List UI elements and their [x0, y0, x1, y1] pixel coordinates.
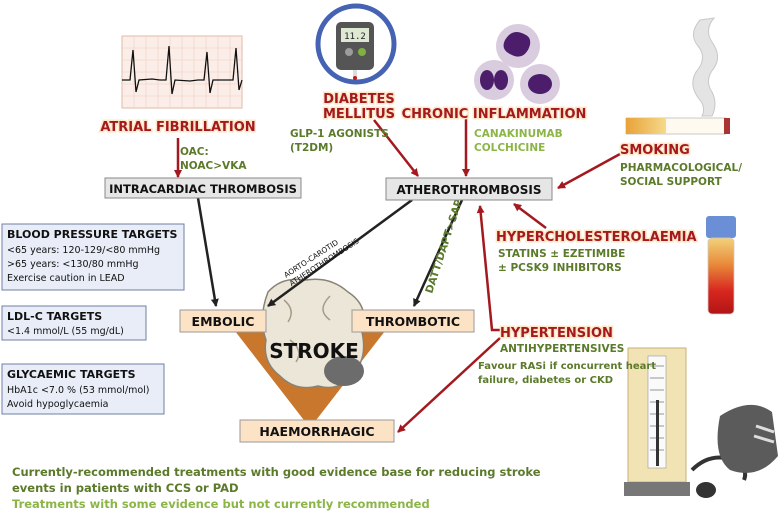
- arrow-atherothrombosis-to-thrombotic: [412, 199, 464, 307]
- treatment-oac-line2: NOAC>VKA: [180, 160, 247, 172]
- svg-text:Exercise caution in LEAD: Exercise caution in LEAD: [7, 273, 125, 284]
- treatment-smoking-line2: SOCIAL SUPPORT: [620, 176, 723, 188]
- legend-not-recommended: Treatments with some evidence but not cu…: [12, 497, 430, 511]
- label-stroke: STROKE: [269, 339, 359, 363]
- svg-text:<1.4 mmol/L (55 mg/dL): <1.4 mmol/L (55 mg/dL): [7, 326, 124, 337]
- svg-text:<65 years: 120-129/<80 mmHg: <65 years: 120-129/<80 mmHg: [7, 245, 160, 256]
- svg-text:THROMBOTIC: THROMBOTIC: [366, 314, 460, 329]
- treatment-rasi-line2: failure, diabetes or CKD: [478, 375, 613, 386]
- treatment-oac-line1: OAC:: [180, 146, 209, 158]
- label-hypercholesterolaemia: HYPERCHOLESTEROLAEMIA: [496, 230, 697, 245]
- glucometer-icon: 11.2: [315, 3, 397, 85]
- haemorrhage-lesion: [324, 356, 364, 386]
- stroke-triangle: [228, 278, 392, 428]
- treatment-canakinumab: CANAKINUMAB: [474, 128, 563, 140]
- svg-text:ATHEROTHROMBOSIS: ATHEROTHROMBOSIS: [397, 183, 542, 197]
- arrow-hypertension-to-haemorrhagic: [397, 337, 501, 433]
- cigarette-icon: [625, 17, 730, 135]
- box-ldl-targets: LDL-C TARGETS <1.4 mmol/L (55 mg/dL): [1, 305, 147, 341]
- svg-text:EMBOLIC: EMBOLIC: [192, 314, 255, 329]
- box-embolic: EMBOLIC: [179, 309, 267, 333]
- arrow-hypertension-to-atherothrombosis: [476, 205, 500, 332]
- ecg-icon: [121, 35, 243, 109]
- svg-text:BLOOD PRESSURE TARGETS: BLOOD PRESSURE TARGETS: [7, 228, 177, 241]
- arrow-cholesterol-to-atherothrombosis: [513, 203, 547, 229]
- arrow-smoking-to-atherothrombosis: [557, 152, 621, 190]
- svg-text:Avoid hypoglycaemia: Avoid hypoglycaemia: [7, 399, 108, 410]
- box-haemorrhagic: HAEMORRHAGIC: [239, 419, 395, 443]
- label-chronic-inflammation: CHRONIC INFLAMMATION: [402, 107, 587, 122]
- svg-text:HAEMORRHAGIC: HAEMORRHAGIC: [259, 424, 374, 439]
- treatment-smoking-line1: PHARMACOLOGICAL/: [620, 162, 742, 174]
- legend-recommended-line1: Currently-recommended treatments with go…: [12, 465, 541, 479]
- label-atrial-fibrillation: ATRIAL FIBRILLATION: [100, 120, 255, 135]
- blood-tube-icon: [706, 216, 736, 315]
- label-diabetes-line1: DIABETES: [323, 92, 395, 107]
- arrow-intracardiac-to-embolic: [196, 197, 219, 307]
- inflammatory-cells-icon: [474, 24, 560, 104]
- label-diabetes-line2: MELLITUS: [323, 107, 395, 122]
- svg-text:>65 years: <130/80 mmHg: >65 years: <130/80 mmHg: [7, 259, 139, 270]
- treatment-antithrombotic: DATT/DAPT>SAPT: [423, 190, 467, 295]
- treatment-rasi-line1: Favour RASi if concurrent heart: [478, 361, 656, 372]
- svg-text:HbA1c <7.0 % (53 mmol/mol): HbA1c <7.0 % (53 mmol/mol): [7, 385, 149, 396]
- svg-text:INTRACARDIAC THROMBOSIS: INTRACARDIAC THROMBOSIS: [109, 182, 297, 196]
- box-thrombotic: THROMBOTIC: [351, 309, 475, 333]
- svg-text:LDL-C TARGETS: LDL-C TARGETS: [7, 310, 102, 323]
- sphygmomanometer-icon: [624, 347, 778, 498]
- box-glycaemic-targets: GLYCAEMIC TARGETS HbA1c <7.0 % (53 mmol/…: [1, 363, 165, 415]
- svg-text:GLYCAEMIC TARGETS: GLYCAEMIC TARGETS: [7, 368, 136, 381]
- treatment-colchicine: COLCHICINE: [474, 142, 545, 154]
- arrow-diabetes-to-atherothrombosis: [373, 119, 419, 177]
- glucometer-reading: 11.2: [344, 32, 366, 42]
- treatment-glp1-line1: GLP-1 AGONISTS: [290, 128, 389, 140]
- treatment-glp1-line2: (T2DM): [290, 142, 333, 154]
- treatment-statins-line2: ± PCSK9 INHIBITORS: [498, 262, 622, 274]
- box-atherothrombosis: ATHEROTHROMBOSIS: [385, 177, 553, 201]
- legend-recommended-line2: events in patients with CCS or PAD: [12, 481, 239, 495]
- box-bp-targets: BLOOD PRESSURE TARGETS <65 years: 120-12…: [1, 223, 185, 291]
- label-hypertension: HYPERTENSION: [500, 326, 613, 341]
- treatment-statins-line1: STATINS ± EZETIMIBE: [498, 248, 625, 260]
- label-smoking: SMOKING: [620, 143, 690, 158]
- arrow-atherothrombosis-to-embolic: [267, 198, 413, 308]
- treatment-antihypertensives: ANTIHYPERTENSIVES: [500, 343, 624, 355]
- box-intracardiac-thrombosis: INTRACARDIAC THROMBOSIS: [104, 177, 302, 199]
